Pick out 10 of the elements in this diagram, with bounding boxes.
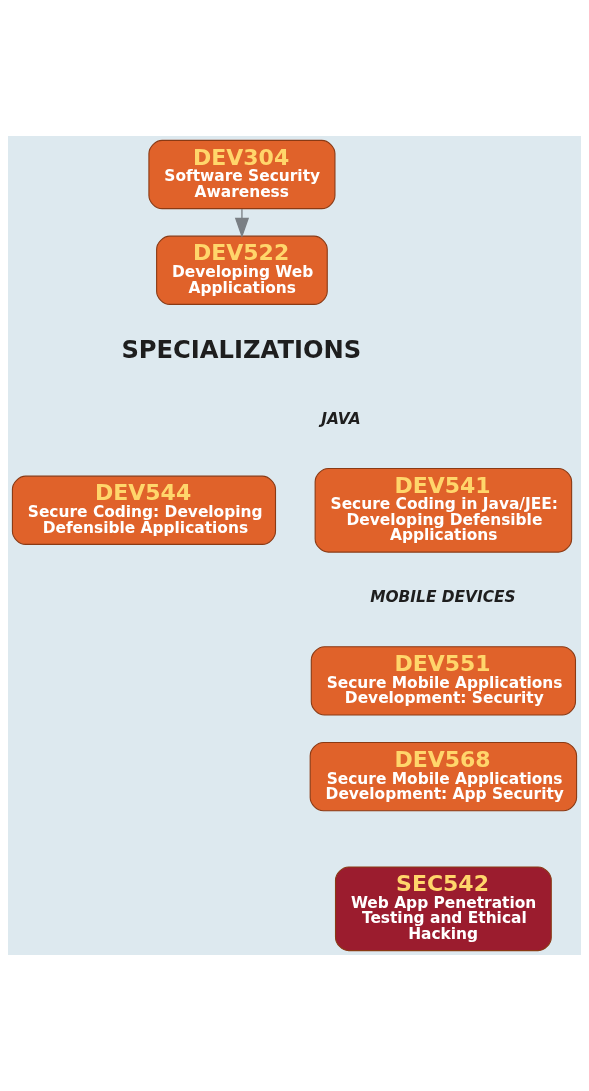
node-box: DEV568 Secure Mobile Applications Development: App Security [309, 742, 578, 812]
arrow [234, 208, 250, 239]
label: MOBILE DEVICES [370, 588, 516, 607]
node-box: DEV551 Secure Mobile Applications Development: Security [310, 646, 577, 716]
node-box: DEV544 Secure Coding: Developing Defensible Applications [11, 475, 277, 545]
node-box: DEV541 Secure Coding in Java/JEE: Developing Defensible Applications [314, 467, 573, 553]
node-box: DEV304 Software Security Awareness [148, 139, 336, 210]
node-box: DEV522 Developing Web Applications [156, 235, 328, 305]
label: SPECIALIZATIONS [121, 335, 362, 364]
node-box: SEC542 Web App Penetration Testing and Ethical Hacking [334, 866, 552, 952]
